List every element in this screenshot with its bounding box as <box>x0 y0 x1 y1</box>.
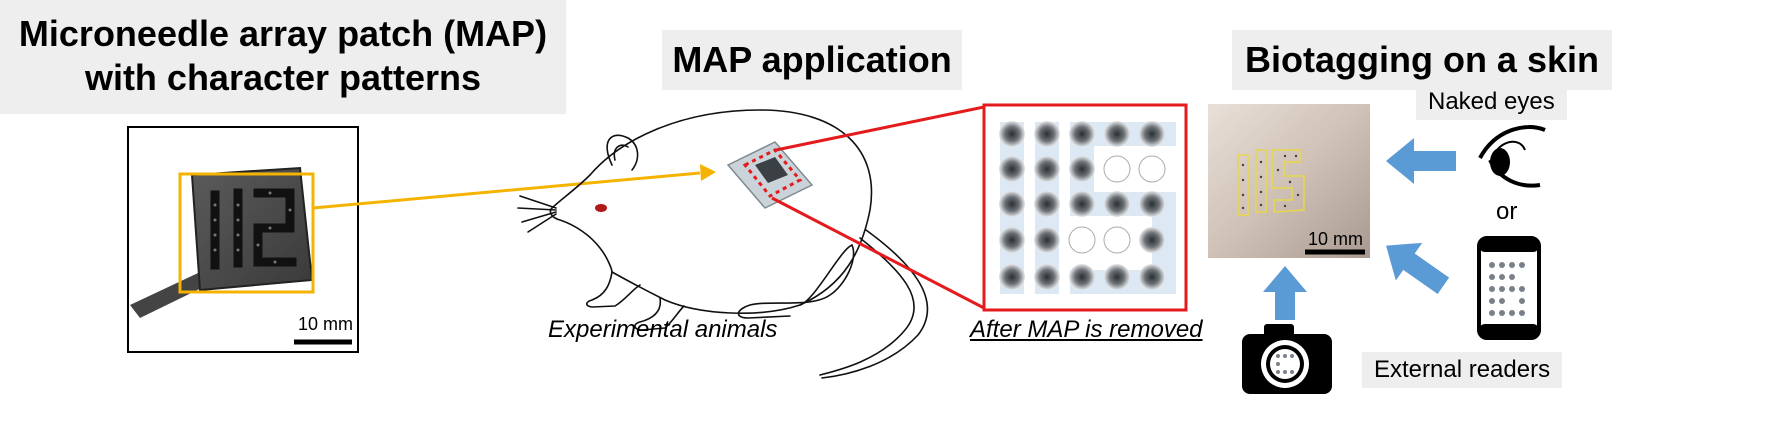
blue-arrow-up <box>1263 266 1307 320</box>
or-label: or <box>1496 198 1518 225</box>
skin-character-outline <box>1237 149 1305 216</box>
red-connector-bottom <box>771 196 985 310</box>
title-map-application: MAP application <box>662 30 962 90</box>
external-readers-label: External readers <box>1362 352 1563 388</box>
patch-needle-dots <box>213 191 292 264</box>
red-connector-top <box>775 105 985 152</box>
eye-icon <box>1478 125 1546 188</box>
applied-patch-grid <box>755 157 788 183</box>
naked-eyes-label: Naked eyes <box>1416 84 1567 120</box>
experimental-animals-label: Experimental animals <box>548 316 778 343</box>
title-map-patch-line1: Microneedle array patch (MAP) <box>18 13 548 54</box>
blue-arrow-left-top <box>1386 138 1456 184</box>
eye-iris <box>1490 148 1510 176</box>
camera-icon <box>1242 324 1332 394</box>
skin-photo <box>1208 104 1370 258</box>
yellow-arrow-head <box>700 164 716 181</box>
blue-arrow-left-bottom <box>1386 242 1450 294</box>
title-map-patch-line2: with character patterns <box>84 57 482 98</box>
patch-highlight-box <box>178 172 315 294</box>
title-map-patch: Microneedle array patch (MAP) with chara… <box>0 0 566 114</box>
applied-patch-highlight <box>742 148 803 198</box>
mouse-illustration <box>517 109 929 379</box>
skin-dots <box>1241 154 1300 210</box>
scale-label-patch: 10 mm <box>298 314 354 334</box>
smartphone-icon <box>1477 236 1541 340</box>
dot-matrix <box>999 121 1166 290</box>
title-biotagging: Biotagging on a skin <box>1232 30 1612 90</box>
yellow-connector-line <box>312 171 701 210</box>
after-removed-label: After MAP is removed <box>970 316 1203 343</box>
mouse-eye <box>595 204 607 212</box>
scale-label-skin: 10 mm <box>1308 229 1364 249</box>
